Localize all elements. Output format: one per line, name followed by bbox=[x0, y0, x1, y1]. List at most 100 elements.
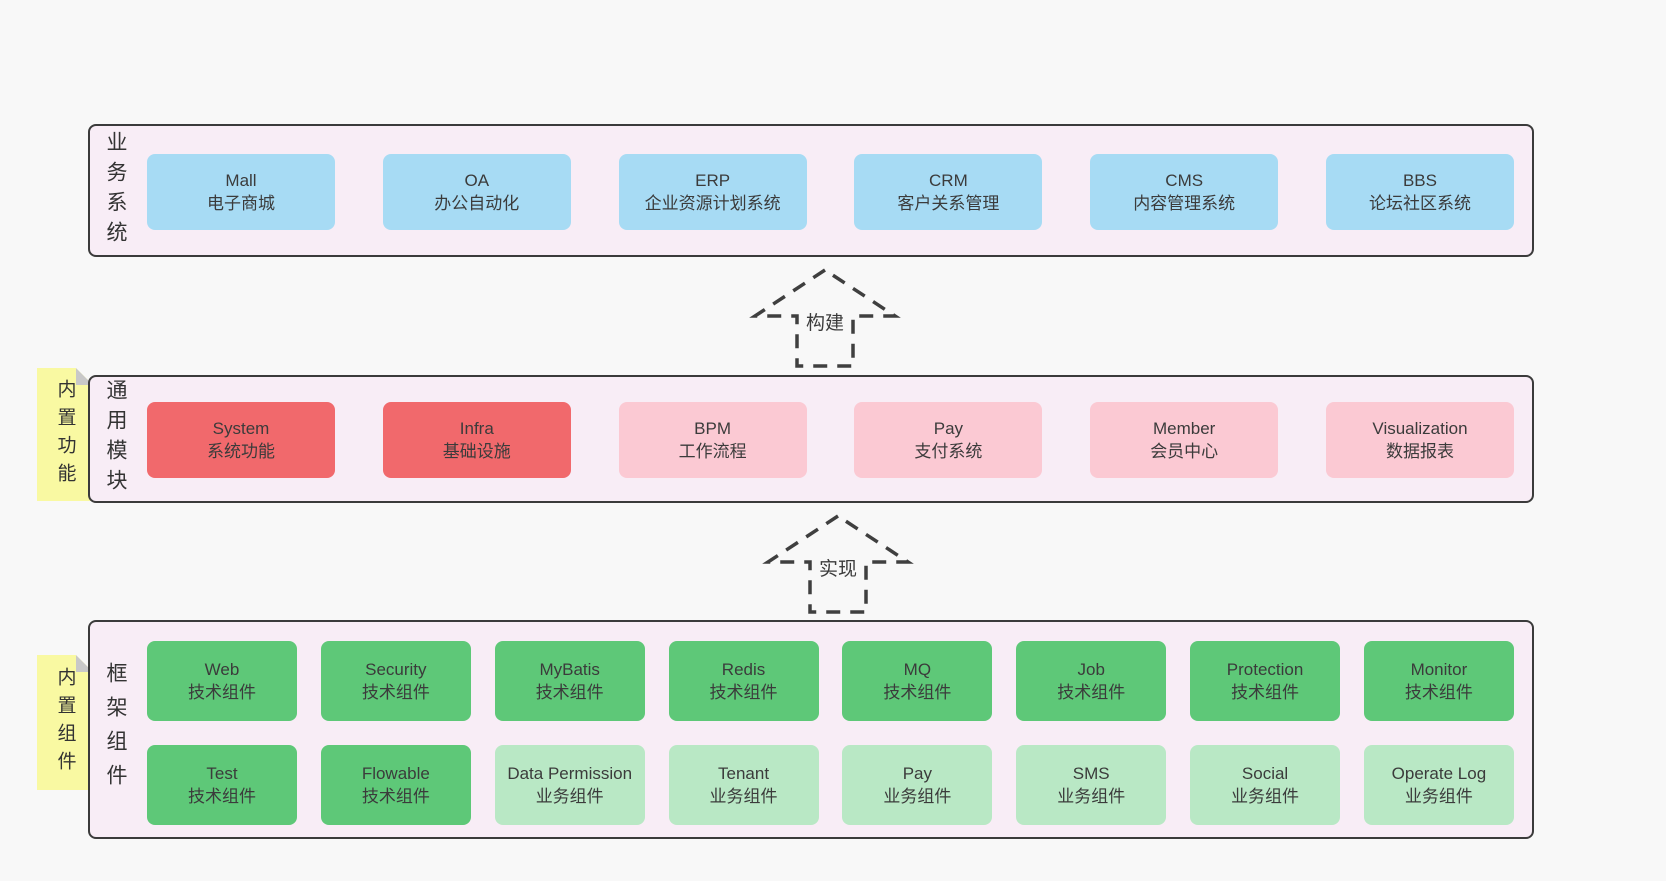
component-box: Job 技术组件 bbox=[1016, 641, 1167, 721]
box-title: System bbox=[212, 418, 270, 438]
box-subtitle: 论坛社区系统 bbox=[1368, 194, 1471, 213]
box-subtitle: 支付系统 bbox=[914, 442, 983, 461]
module-box: BPM 工作流程 bbox=[618, 402, 807, 478]
box-subtitle: 客户关系管理 bbox=[897, 194, 1000, 213]
box-title: OA bbox=[464, 170, 490, 190]
box-title: Monitor bbox=[1410, 659, 1468, 679]
component-box: Security 技术组件 bbox=[320, 641, 471, 721]
business-system-box: Mall 电子商城 bbox=[147, 154, 335, 230]
box-subtitle: 技术组件 bbox=[535, 683, 604, 702]
component-box: Protection 技术组件 bbox=[1190, 641, 1341, 721]
component-box: MQ 技术组件 bbox=[842, 641, 993, 721]
layer-label: 框架组件 bbox=[104, 661, 127, 798]
box-title: Flowable bbox=[361, 763, 430, 783]
component-box: Tenant 业务组件 bbox=[668, 745, 819, 825]
business-systems-row: Mall 电子商城 OA 办公自动化 ERP 企业资源计划系统 CRM 客户关系… bbox=[147, 154, 1514, 230]
box-title: Pay bbox=[933, 418, 964, 438]
box-title: Redis bbox=[721, 659, 766, 679]
box-title: Security bbox=[365, 659, 427, 679]
business-system-box: ERP 企业资源计划系统 bbox=[618, 154, 807, 230]
box-title: Visualization bbox=[1372, 418, 1468, 438]
layer-framework-components: 框架组件 Web 技术组件 Security 技术组件 MyBatis 技术组件 bbox=[88, 620, 1534, 839]
layer-label: 通用模块 bbox=[104, 379, 127, 499]
up-arrow-dashed-icon bbox=[749, 267, 901, 368]
business-system-box: CMS 内容管理系统 bbox=[1090, 154, 1279, 230]
box-title: Social bbox=[1241, 763, 1289, 783]
business-system-box: OA 办公自动化 bbox=[382, 154, 571, 230]
box-subtitle: 技术组件 bbox=[1057, 683, 1126, 702]
box-subtitle: 业务组件 bbox=[1057, 787, 1126, 806]
component-box: Pay 业务组件 bbox=[842, 745, 993, 825]
arrow-label: 构建 bbox=[802, 308, 848, 335]
build-arrow: 构建 bbox=[745, 266, 905, 370]
biz-components-row: Test 技术组件 Flowable 技术组件 Data Permission … bbox=[147, 745, 1514, 825]
module-box: Pay 支付系统 bbox=[854, 402, 1043, 478]
box-title: BPM bbox=[694, 418, 732, 438]
sticky-note-text: 内置组件 bbox=[54, 666, 76, 779]
box-title: SMS bbox=[1072, 763, 1110, 783]
component-box: Flowable 技术组件 bbox=[320, 745, 471, 825]
box-title: Mall bbox=[225, 170, 257, 190]
box-title: Job bbox=[1077, 659, 1105, 679]
layer-label: 业务系统 bbox=[104, 130, 127, 251]
box-subtitle: 业务组件 bbox=[1404, 787, 1473, 806]
box-subtitle: 技术组件 bbox=[361, 683, 430, 702]
component-box: Test 技术组件 bbox=[147, 745, 297, 825]
business-system-box: CRM 客户关系管理 bbox=[854, 154, 1043, 230]
box-subtitle: 企业资源计划系统 bbox=[644, 194, 781, 213]
box-title: CMS bbox=[1165, 170, 1204, 190]
box-title: Infra bbox=[459, 418, 494, 438]
component-box: Redis 技术组件 bbox=[668, 641, 819, 721]
box-subtitle: 技术组件 bbox=[188, 683, 256, 702]
box-title: Data Permission bbox=[507, 763, 633, 783]
business-system-box: BBS 论坛社区系统 bbox=[1325, 154, 1514, 230]
layer-common-modules: 通用模块 System 系统功能 Infra 基础设施 BPM 工作流程 bbox=[88, 375, 1534, 503]
box-title: Test bbox=[206, 763, 238, 783]
box-subtitle: 会员中心 bbox=[1150, 442, 1219, 461]
module-box: Visualization 数据报表 bbox=[1325, 402, 1514, 478]
box-subtitle: 技术组件 bbox=[883, 683, 952, 702]
box-subtitle: 业务组件 bbox=[709, 787, 778, 806]
box-title: MQ bbox=[903, 659, 932, 679]
common-modules-row: System 系统功能 Infra 基础设施 BPM 工作流程 Pay 支付系统 bbox=[147, 402, 1514, 478]
box-subtitle: 技术组件 bbox=[1231, 683, 1300, 702]
box-title: CRM bbox=[929, 170, 968, 190]
component-box: Data Permission 业务组件 bbox=[494, 745, 645, 825]
module-box: Member 会员中心 bbox=[1090, 402, 1279, 478]
arrow-label: 实现 bbox=[815, 554, 861, 581]
module-box: System 系统功能 bbox=[147, 402, 335, 478]
component-box: Monitor 技术组件 bbox=[1363, 641, 1514, 721]
box-subtitle: 技术组件 bbox=[361, 787, 430, 806]
box-title: ERP bbox=[695, 170, 731, 190]
box-subtitle: 业务组件 bbox=[535, 787, 604, 806]
box-title: Protection bbox=[1226, 659, 1304, 679]
box-title: Pay bbox=[902, 763, 933, 783]
component-box: Web 技术组件 bbox=[147, 641, 297, 721]
box-subtitle: 技术组件 bbox=[709, 683, 778, 702]
tech-components-row: Web 技术组件 Security 技术组件 MyBatis 技术组件 Redi… bbox=[147, 641, 1514, 721]
box-subtitle: 技术组件 bbox=[1404, 683, 1473, 702]
sticky-note-text: 内置功能 bbox=[54, 378, 76, 491]
box-title: Operate Log bbox=[1391, 763, 1487, 783]
box-title: BBS bbox=[1402, 170, 1437, 190]
box-title: Member bbox=[1153, 418, 1216, 438]
up-arrow-dashed-icon bbox=[762, 513, 914, 614]
component-box: MyBatis 技术组件 bbox=[494, 641, 645, 721]
box-subtitle: 基础设施 bbox=[442, 442, 511, 461]
box-subtitle: 电子商城 bbox=[207, 194, 275, 213]
box-subtitle: 业务组件 bbox=[883, 787, 952, 806]
implement-arrow: 实现 bbox=[758, 512, 918, 616]
box-subtitle: 技术组件 bbox=[188, 787, 256, 806]
layer-business-systems: 业务系统 Mall 电子商城 OA 办公自动化 ERP 企业资源计划系统 bbox=[88, 124, 1534, 257]
box-subtitle: 系统功能 bbox=[207, 442, 275, 461]
component-box: Operate Log 业务组件 bbox=[1363, 745, 1514, 825]
sticky-note-built-in-features: 内置功能 bbox=[37, 368, 93, 501]
box-subtitle: 数据报表 bbox=[1385, 442, 1454, 461]
box-subtitle: 办公自动化 bbox=[434, 194, 520, 213]
component-box: Social 业务组件 bbox=[1190, 745, 1341, 825]
box-subtitle: 工作流程 bbox=[678, 442, 747, 461]
box-title: Tenant bbox=[718, 763, 770, 783]
box-title: MyBatis bbox=[539, 659, 600, 679]
sticky-note-built-in-components: 内置组件 bbox=[37, 655, 93, 790]
